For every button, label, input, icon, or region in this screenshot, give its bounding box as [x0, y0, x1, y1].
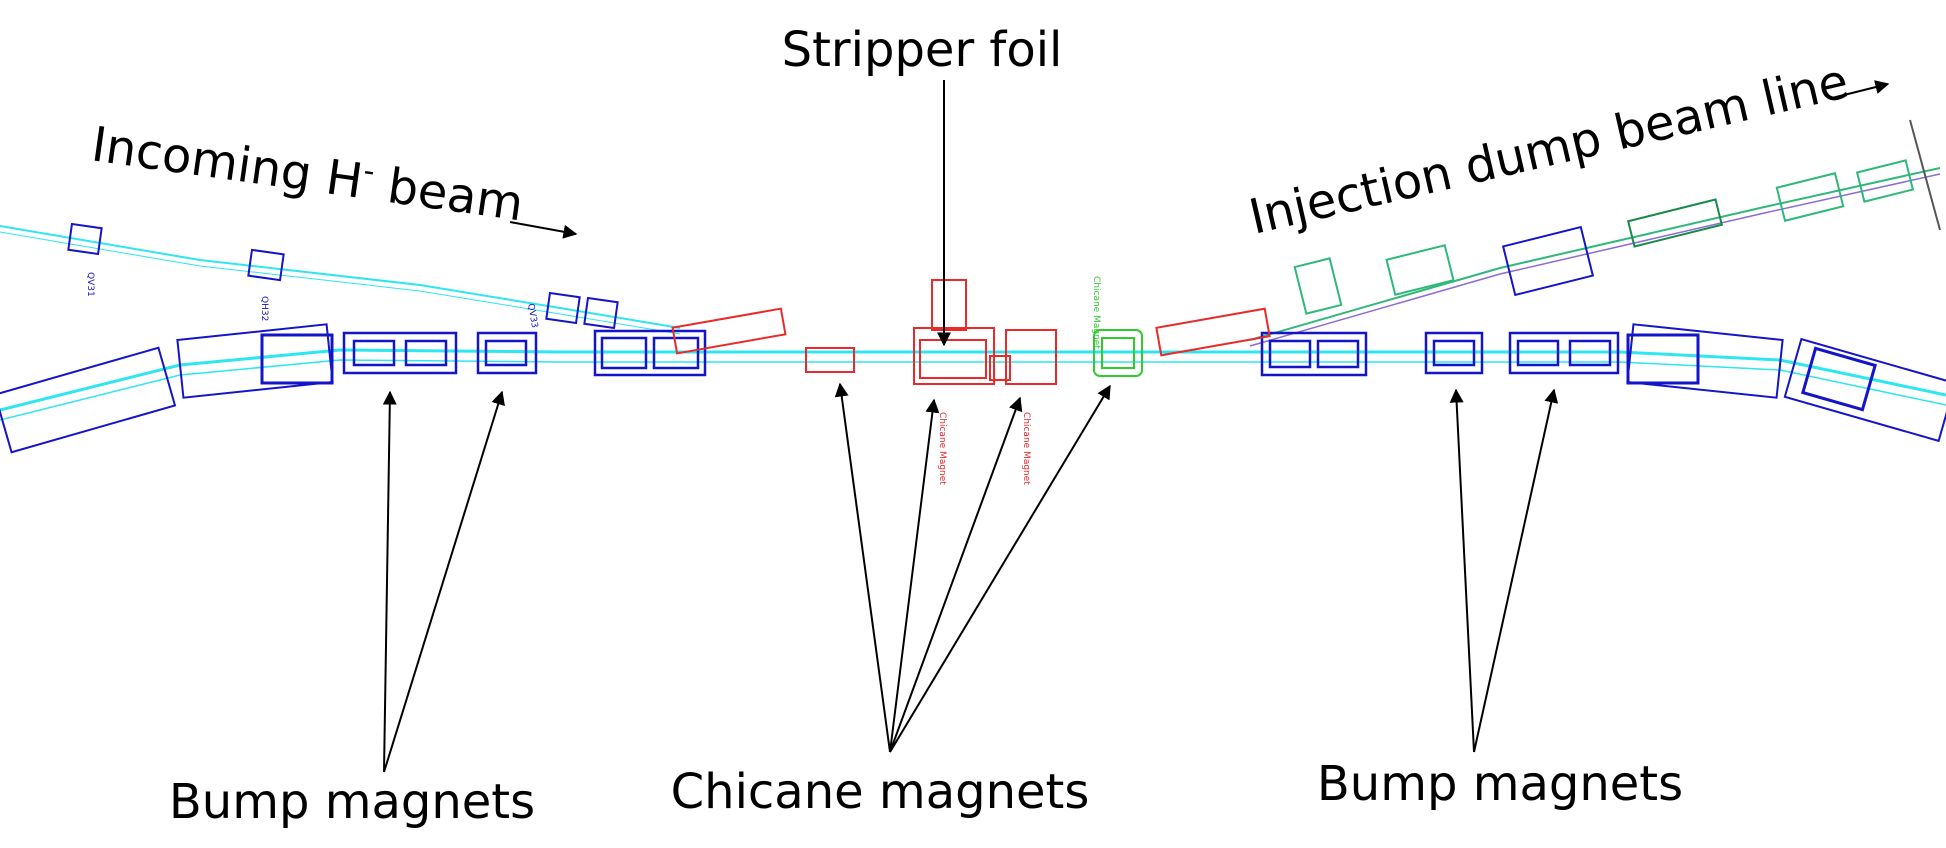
injection-dump-line [1249, 119, 1941, 347]
incoming-beam-line [0, 225, 681, 335]
label-chicane: Chicane magnets [671, 764, 1090, 820]
tag-chicane-2: Chicane Magnet [1021, 412, 1031, 485]
bump-right-arrow-2 [1473, 388, 1559, 753]
label-bump-left: Bump magnets [169, 774, 535, 830]
bump-magnet-right-2 [1424, 331, 1484, 375]
bump-left-arrow-2 [383, 390, 505, 773]
bump-right-arrow-1 [1449, 388, 1475, 753]
label-incoming-beam-main: Incoming H [88, 116, 366, 209]
tag-chicane-3: Chicane Magnet [1091, 276, 1101, 349]
ring-dipoles-left [0, 323, 334, 454]
chicane-arrow-4 [889, 384, 1111, 753]
label-stripper-foil: Stripper foil [782, 22, 1063, 78]
callout-arrows [382, 80, 1890, 773]
tag-qv31: QV31 [85, 272, 95, 297]
chicane-magnet-2 [913, 279, 995, 385]
label-injection-dump: Injection dump beam line [1244, 53, 1853, 245]
label-incoming-beam-sup: - [361, 153, 377, 189]
label-bump-right: Bump magnets [1317, 756, 1683, 812]
incoming-beam-arrow [509, 221, 578, 239]
incoming-beam-quadrupoles [67, 222, 619, 330]
chicane-arrow-3 [889, 396, 1023, 753]
label-incoming-beam: Incoming H- beam [88, 115, 527, 232]
bump-magnet-left-1 [342, 331, 458, 375]
label-incoming-beam-tail: beam [369, 156, 527, 233]
chicane-magnet-3 [989, 329, 1057, 385]
bump-magnet-right-3 [1508, 331, 1620, 375]
dump-septum [1155, 307, 1271, 357]
chicane-magnet-4 [1093, 329, 1143, 377]
ring-dipoles-right [1626, 323, 1946, 443]
chicane-magnet-1 [671, 307, 855, 373]
ring-quads-left [593, 329, 707, 377]
incoming-beam-tags: QV31 QH32 QV33 [85, 272, 539, 329]
ring-beam-pipe [0, 348, 1946, 421]
chicane-arrow-2 [889, 398, 940, 753]
chicane-tags: Chicane Magnet Chicane Magnet Chicane Ma… [937, 276, 1101, 485]
tag-qh32: QH32 [259, 296, 269, 321]
bump-left-arrow-1 [382, 390, 397, 773]
bump-magnet-left-2 [476, 331, 538, 375]
chicane-arrow-1 [834, 382, 891, 753]
tag-qv33: QV33 [525, 303, 539, 329]
bump-magnet-right-1 [1260, 331, 1368, 377]
injection-dump-arrow [1831, 80, 1890, 99]
tag-chicane-1: Chicane Magnet [937, 412, 947, 485]
